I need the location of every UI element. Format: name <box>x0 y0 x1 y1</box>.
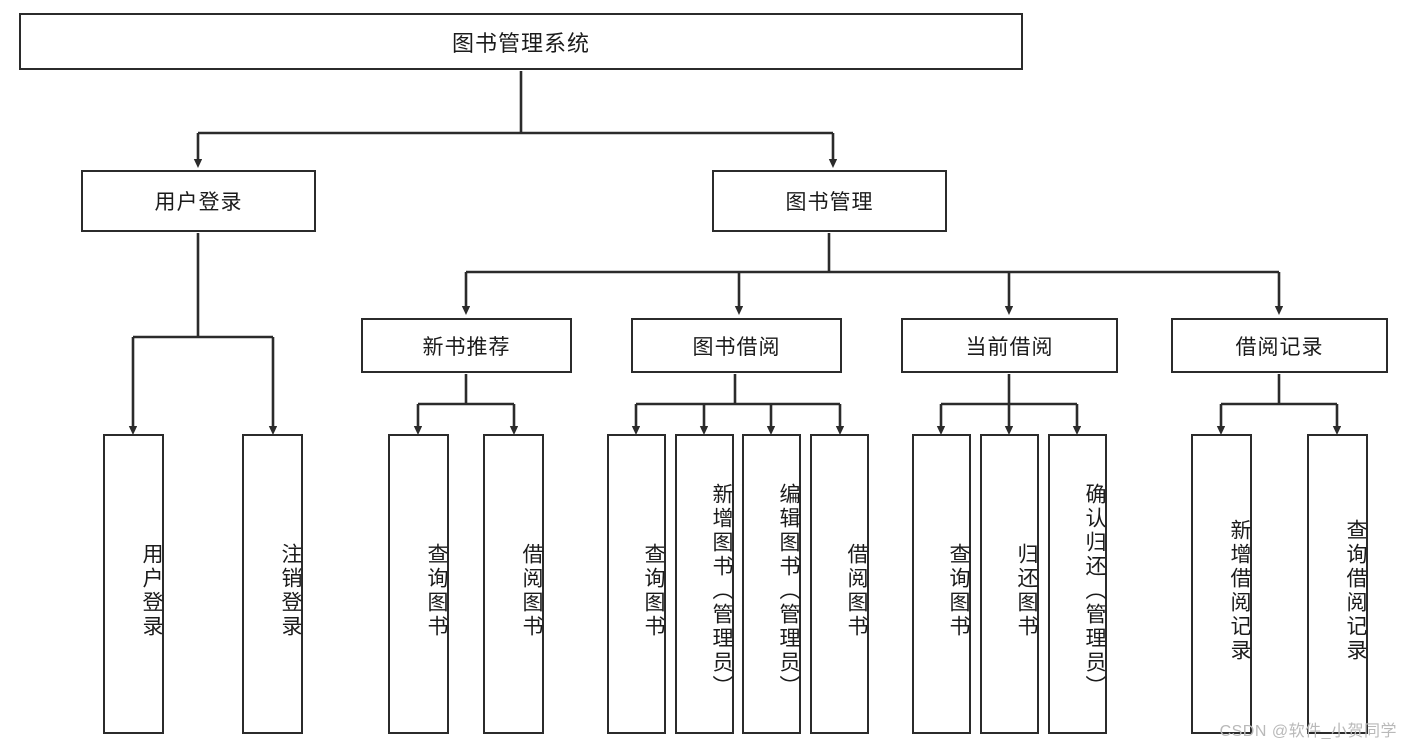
node-current-borrow[interactable]: 当前借阅 <box>901 318 1118 373</box>
leaf-current-confirm-return-admin[interactable]: 确认归还（管理员） <box>1048 434 1107 734</box>
leaf-recommend-borrow-book[interactable]: 借阅图书 <box>483 434 544 734</box>
node-book-borrow[interactable]: 图书借阅 <box>631 318 842 373</box>
leaf-record-query-borrow-record[interactable]: 查询借阅记录 <box>1307 434 1368 734</box>
leaf-current-query-book[interactable]: 查询图书 <box>912 434 971 734</box>
leaf-current-return-book[interactable]: 归还图书 <box>980 434 1039 734</box>
node-borrow-record[interactable]: 借阅记录 <box>1171 318 1388 373</box>
leaf-borrow-borrow-book[interactable]: 借阅图书 <box>810 434 869 734</box>
leaf-borrow-edit-book-admin[interactable]: 编辑图书（管理员） <box>742 434 801 734</box>
leaf-recommend-query-book[interactable]: 查询图书 <box>388 434 449 734</box>
node-book-management[interactable]: 图书管理 <box>712 170 947 232</box>
watermark-text: CSDN @软件_小贺同学 <box>1219 723 1397 740</box>
leaf-user-login[interactable]: 用户登录 <box>103 434 164 734</box>
leaf-user-logout[interactable]: 注销登录 <box>242 434 303 734</box>
leaf-borrow-query-book[interactable]: 查询图书 <box>607 434 666 734</box>
node-user-login[interactable]: 用户登录 <box>81 170 316 232</box>
leaf-record-add-borrow-record[interactable]: 新增借阅记录 <box>1191 434 1252 734</box>
leaf-borrow-add-book-admin[interactable]: 新增图书（管理员） <box>675 434 734 734</box>
node-root-system[interactable]: 图书管理系统 <box>19 13 1023 70</box>
node-new-book-recommend[interactable]: 新书推荐 <box>361 318 572 373</box>
